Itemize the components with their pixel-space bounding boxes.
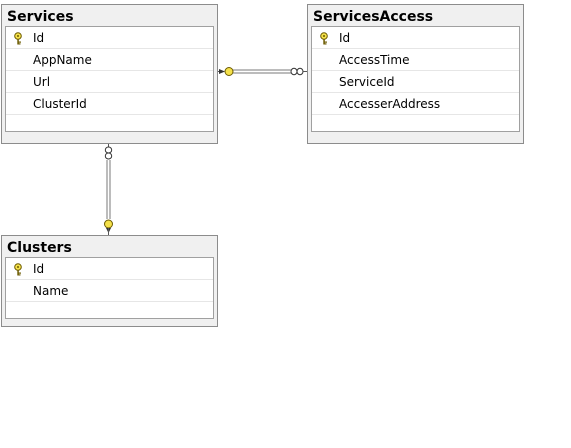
- column-name: Name: [33, 284, 69, 298]
- column-row[interactable]: AccesserAddress: [312, 93, 519, 115]
- column-row[interactable]: Url: [6, 71, 213, 93]
- column-row[interactable]: Id: [6, 27, 213, 49]
- key-icon: [320, 32, 328, 45]
- column-name: AppName: [33, 53, 92, 67]
- column-name: Url: [33, 75, 51, 89]
- column-row[interactable]: Id: [312, 27, 519, 49]
- column-row[interactable]: ServiceId: [312, 71, 519, 93]
- key-icon: [14, 263, 22, 276]
- column-list-filler: [6, 115, 213, 131]
- infinity-end-icon: [290, 67, 307, 76]
- column-row[interactable]: Name: [6, 280, 213, 302]
- column-name: ClusterId: [33, 97, 87, 111]
- column-list: Id AccessTime ServiceId AccesserAddress: [311, 26, 520, 132]
- column-list: Id Name: [5, 257, 214, 319]
- column-name: Id: [33, 31, 45, 45]
- column-row[interactable]: ClusterId: [6, 93, 213, 115]
- column-row[interactable]: AccessTime: [312, 49, 519, 71]
- column-list-filler: [312, 115, 519, 131]
- column-list-filler: [6, 302, 213, 318]
- table-title: Services: [2, 5, 217, 26]
- key-end-icon: [104, 219, 113, 235]
- column-row[interactable]: AppName: [6, 49, 213, 71]
- table-clusters[interactable]: Clusters Id Name: [1, 235, 218, 327]
- relationship-services-clusters[interactable]: [104, 143, 113, 235]
- column-name: Id: [339, 31, 351, 45]
- column-name: AccessTime: [339, 53, 410, 67]
- table-servicesaccess[interactable]: ServicesAccess Id AccessTime ServiceId A…: [307, 4, 524, 144]
- column-name: ServiceId: [339, 75, 395, 89]
- column-name: AccesserAddress: [339, 97, 441, 111]
- table-services[interactable]: Services Id AppName Url ClusterId: [1, 4, 218, 144]
- key-icon: [14, 32, 22, 45]
- column-name: Id: [33, 262, 45, 276]
- relationship-services-servicesaccess[interactable]: [218, 67, 307, 76]
- table-title: ServicesAccess: [308, 5, 523, 26]
- key-end-icon: [218, 67, 234, 76]
- column-row[interactable]: Id: [6, 258, 213, 280]
- column-list: Id AppName Url ClusterId: [5, 26, 214, 132]
- table-title: Clusters: [2, 236, 217, 257]
- infinity-end-icon: [104, 143, 113, 160]
